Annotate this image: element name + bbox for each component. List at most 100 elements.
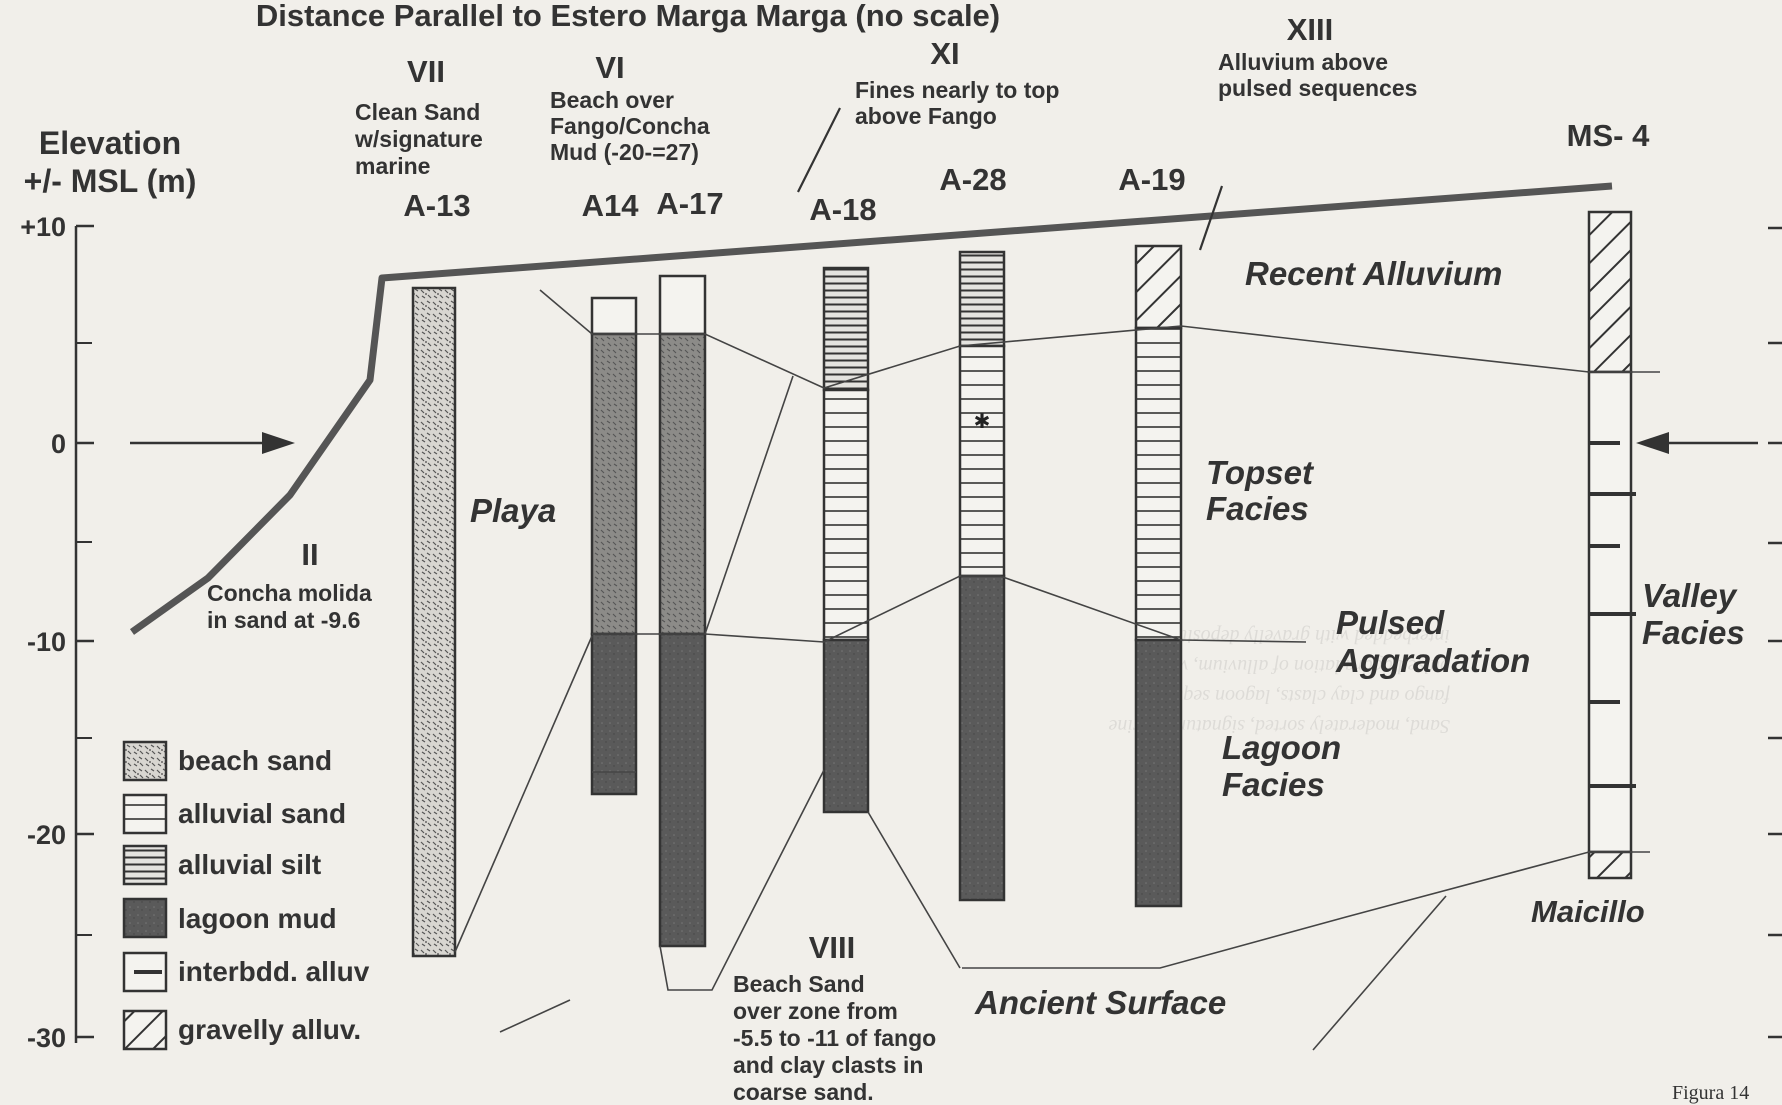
- axis-title-line1: Elevation: [39, 125, 181, 161]
- site-desc-line: -5.5 to -11 of fango: [733, 1025, 936, 1051]
- site-numeral: VII: [407, 54, 445, 89]
- site-viii: VIII Beach Sand over zone from -5.5 to -…: [733, 930, 936, 1105]
- column-label: A-18: [809, 192, 876, 227]
- site-desc-line: Clean Sand: [355, 99, 480, 125]
- column-ms4: [1589, 212, 1636, 878]
- site-desc-line: Fines nearly to top: [855, 77, 1059, 103]
- lagoon-mud-unit: [824, 640, 868, 812]
- tick-label: +10: [20, 212, 66, 242]
- lagoon-mud-unit: [660, 634, 705, 946]
- tick-label: -10: [27, 627, 66, 657]
- facies-maicillo: Maicillo: [1531, 894, 1645, 929]
- column-a17: [660, 276, 705, 946]
- site-desc-line: coarse sand.: [733, 1079, 874, 1105]
- legend-item-gravelly: gravelly alluv.: [124, 1011, 361, 1049]
- site-desc-line: over zone from: [733, 998, 898, 1024]
- beach-sand-unit: [660, 334, 705, 634]
- column-label: A-19: [1118, 162, 1185, 197]
- site-xi: XI Fines nearly to top above Fango: [855, 36, 1059, 129]
- site-xiii: XIII Alluvium above pulsed sequences: [1218, 12, 1417, 101]
- facies-topset-line2: Facies: [1206, 490, 1309, 527]
- legend-label: alluvial silt: [178, 849, 321, 880]
- site-desc-line: Alluvium above: [1218, 49, 1388, 75]
- ground-surface-line: [132, 186, 1612, 632]
- figure-label: Figura 14: [1672, 1082, 1749, 1104]
- legend-item-interbedded: interbdd. alluv: [124, 953, 370, 991]
- site-numeral: XIII: [1287, 12, 1334, 47]
- legend-swatch: [124, 899, 166, 937]
- beach-sand-unit: [592, 334, 636, 634]
- site-desc-line: above Fango: [855, 103, 997, 129]
- site-desc-line: and clay clasts in: [733, 1052, 923, 1078]
- legend-swatch: [124, 742, 166, 780]
- legend-label: beach sand: [178, 745, 332, 776]
- site-vi: VI Beach over Fango/Concha Mud (-20-=27): [550, 50, 710, 165]
- site-desc-line: pulsed sequences: [1218, 75, 1417, 101]
- legend-swatch: [124, 795, 166, 833]
- sea-level-arrow-left: [130, 432, 295, 454]
- marker-star: ✱: [974, 411, 991, 433]
- lagoon-base-left: [455, 636, 592, 952]
- site-numeral: VI: [595, 50, 624, 85]
- column-a13: [413, 288, 455, 956]
- right-axis-ticks: [1768, 228, 1782, 1037]
- column-label: A-17: [656, 186, 723, 221]
- site-desc-line: Mud (-20-=27): [550, 139, 699, 165]
- cap-unit: [660, 276, 705, 334]
- beach-sand-unit: [413, 288, 455, 956]
- facies-valley-line2: Facies: [1642, 614, 1745, 651]
- recent-alluvium-base: [540, 290, 1660, 388]
- fango-link: [705, 376, 793, 634]
- legend-swatch: [124, 1011, 166, 1049]
- legend: beach sand alluvial sand alluvial silt l…: [124, 742, 370, 1049]
- svg-text:fango and clay clasts, lagoon: fango and clay clasts, lagoon sequence: [1137, 685, 1450, 707]
- facies-ancient-surface: Ancient Surface: [974, 984, 1226, 1021]
- alluvial-sand-unit: [824, 390, 868, 640]
- lagoon-mud-unit: [592, 634, 636, 794]
- facies-valley-line1: Valley: [1642, 577, 1738, 614]
- legend-label: gravelly alluv.: [178, 1014, 361, 1045]
- gravelly-unit: [1589, 212, 1631, 372]
- tick-label: -20: [27, 820, 66, 850]
- xiii-link: [1313, 896, 1446, 1050]
- site-numeral: II: [301, 537, 318, 572]
- column-label: A14: [582, 188, 640, 223]
- site-desc-line: Concha molida: [207, 580, 372, 606]
- lagoon-mud-unit: [1136, 640, 1181, 906]
- site-desc-line: in sand at -9.6: [207, 607, 360, 633]
- site-vii: VII Clean Sand w/signature marine: [354, 54, 483, 179]
- alluvial-silt-unit: [960, 252, 1004, 346]
- column-a19: [1136, 246, 1181, 906]
- column-a18: [824, 268, 868, 812]
- lagoon-mud-unit: [960, 576, 1004, 900]
- legend-item-lagoon-mud: lagoon mud: [124, 899, 337, 937]
- facies-playa: Playa: [470, 492, 556, 529]
- tick-label: 0: [51, 429, 66, 459]
- axis-title-line2: +/- MSL (m): [24, 163, 197, 199]
- site-desc-line: Beach Sand: [733, 971, 865, 997]
- viii-link: [500, 1000, 570, 1032]
- column-a14: [592, 298, 636, 794]
- legend-swatch: [124, 846, 166, 884]
- alluvial-sand-unit: [960, 346, 1004, 576]
- gravelly-base: [1589, 852, 1631, 878]
- diagram-title: Distance Parallel to Estero Marga Marga …: [256, 0, 1000, 33]
- facies-topset-line1: Topset: [1206, 454, 1315, 491]
- legend-label: lagoon mud: [178, 903, 337, 934]
- alluvial-sand-unit: [1136, 328, 1181, 640]
- facies-pulsed-line2: Aggradation: [1335, 642, 1530, 679]
- site-desc-line: marine: [355, 153, 430, 179]
- column-label: A-28: [939, 162, 1006, 197]
- a18-a28-link: [868, 812, 960, 968]
- tick-label: -30: [27, 1023, 66, 1053]
- legend-label: alluvial sand: [178, 798, 346, 829]
- site-desc-line: Fango/Concha: [550, 113, 710, 139]
- gravelly-unit: [1136, 246, 1181, 328]
- alluvial-silt-unit: [824, 268, 868, 390]
- cap-unit: [592, 298, 636, 334]
- site-desc-line: w/signature: [354, 126, 483, 152]
- legend-label: interbdd. alluv: [178, 956, 370, 987]
- facies-lagoon-line2: Facies: [1222, 766, 1325, 803]
- column-label: A-13: [403, 188, 470, 223]
